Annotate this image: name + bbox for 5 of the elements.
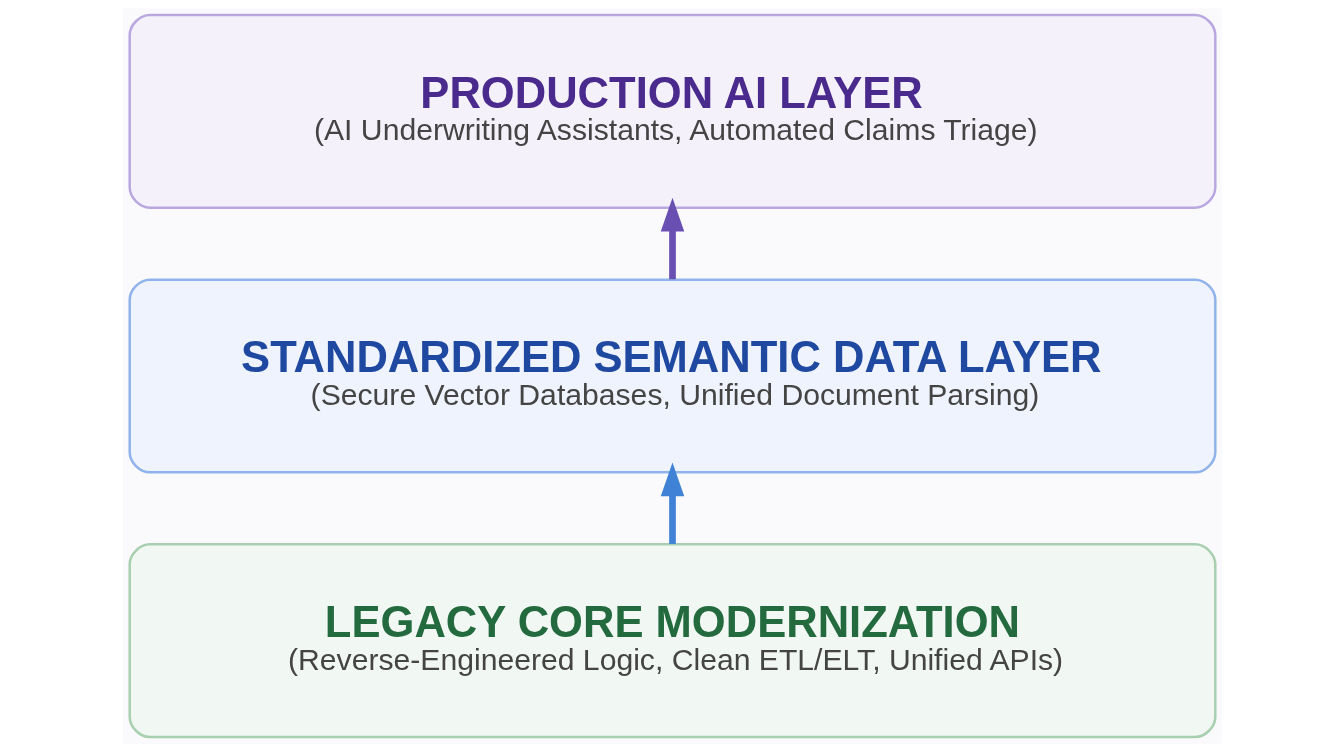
arrow <box>660 197 684 280</box>
node-box: LEGACY CORE MODERNIZATION (Reverse-Engineered Logic, Clean ETL/ELT, Unified APIs) <box>127 543 1217 739</box>
node-box: PRODUCTION AI LAYER (AI Underwriting Assistants, Automated Claims Triage) <box>127 13 1217 209</box>
node-box: STANDARDIZED SEMANTIC DATA LAYER (Secure Vector Databases, Unified Document Parsing) <box>127 278 1217 474</box>
arrow <box>660 462 684 544</box>
